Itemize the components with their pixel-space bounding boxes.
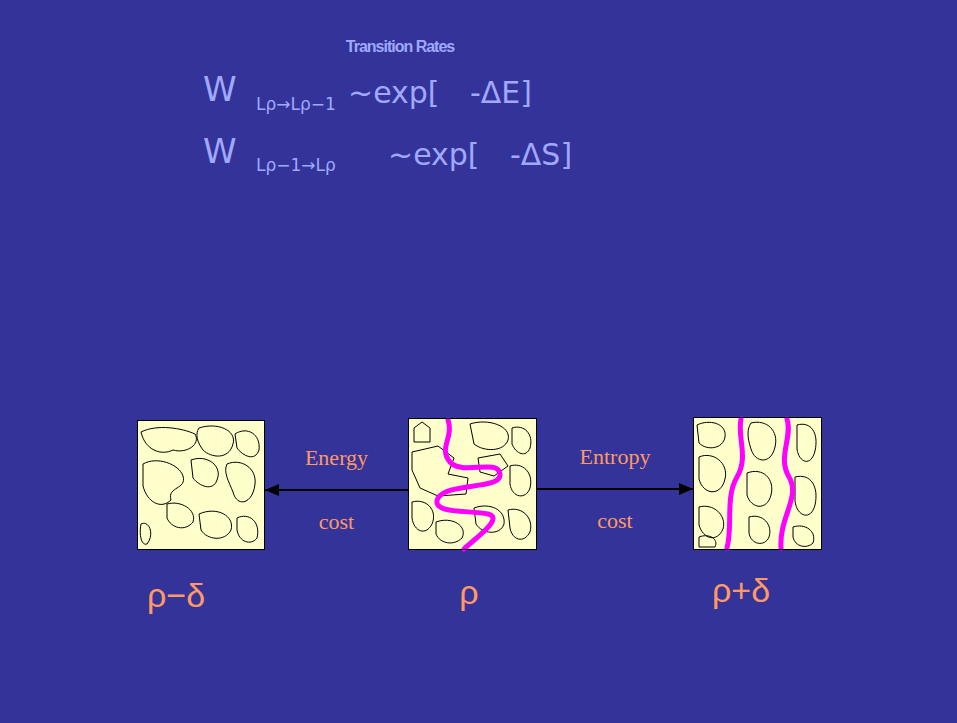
slide-title: Transition Rates bbox=[346, 38, 454, 56]
cluster-picture bbox=[408, 418, 537, 550]
cost-label: Entropy cost bbox=[580, 425, 651, 553]
transition-arrow bbox=[265, 489, 408, 491]
cluster-picture bbox=[137, 420, 265, 550]
state-box: ρ+δ bbox=[693, 417, 822, 550]
equation-term: -ΔE] bbox=[470, 76, 532, 109]
equation-term: ~exp[ bbox=[348, 76, 440, 109]
equation-term: -ΔS] bbox=[510, 138, 572, 171]
density-label: ρ bbox=[459, 574, 478, 611]
cluster-picture bbox=[693, 417, 822, 550]
density-label: ρ+δ bbox=[712, 572, 770, 609]
rate-symbol: W bbox=[203, 71, 237, 108]
rate-subscript: Lρ→Lρ−1 bbox=[256, 95, 336, 114]
rate-symbol: W bbox=[203, 133, 237, 170]
cost-label: Energy cost bbox=[305, 426, 368, 554]
equation-term: ~exp[ bbox=[388, 138, 480, 171]
density-label: ρ−δ bbox=[147, 577, 205, 614]
state-box: ρ bbox=[408, 418, 537, 550]
rate-subscript: Lρ−1→Lρ bbox=[256, 156, 336, 175]
transition-arrow bbox=[537, 488, 693, 490]
state-box: ρ−δ bbox=[137, 420, 265, 550]
